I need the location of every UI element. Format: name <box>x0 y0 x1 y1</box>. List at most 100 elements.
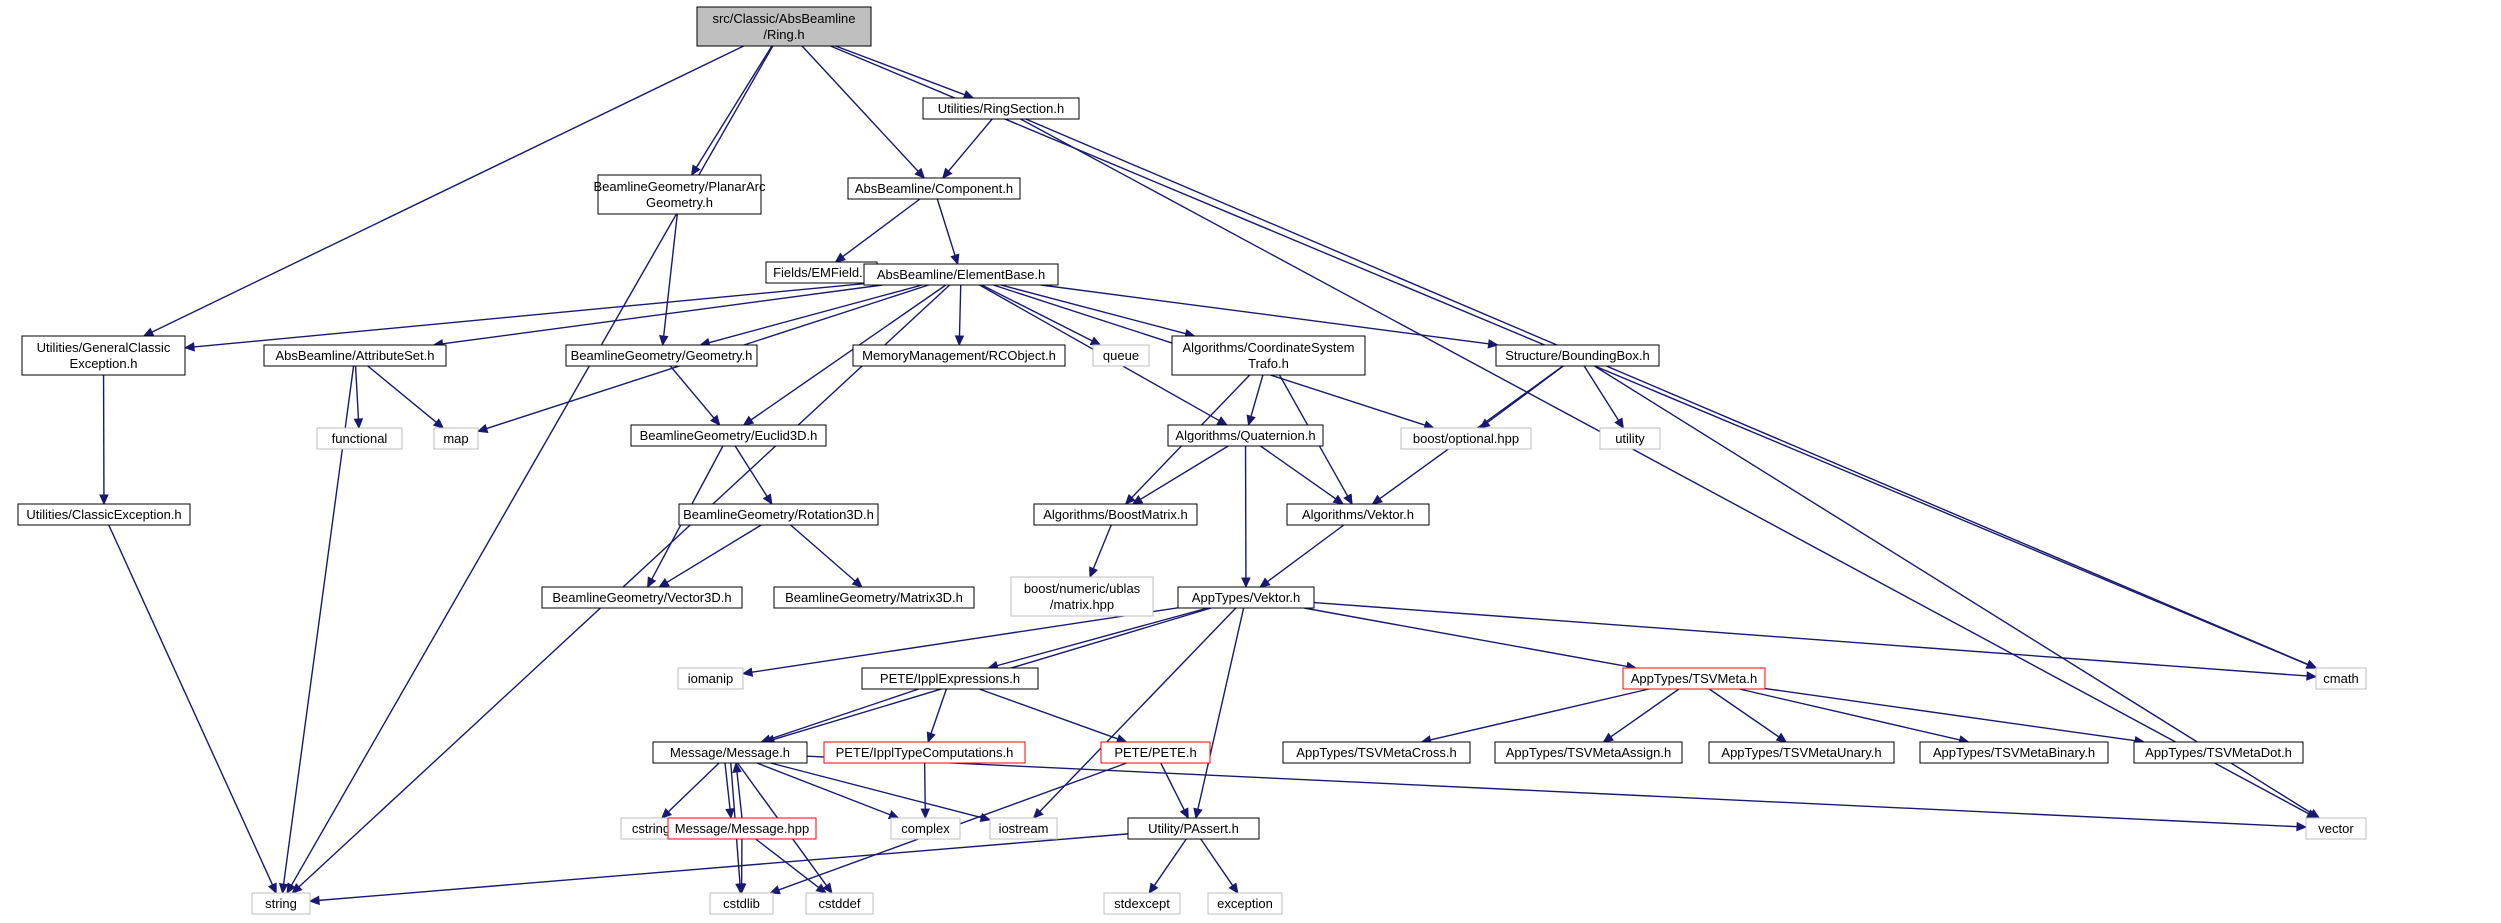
edge-boostmatrix-to-ublasmatrix <box>1089 524 1112 579</box>
node-iomanip: iomanip <box>677 667 744 690</box>
node-box <box>989 817 1058 840</box>
node-label: PETE/PETE.h <box>1114 745 1196 760</box>
node-tsvunary[interactable]: AppTypes/TSVMetaUnary.h <box>1708 741 1895 764</box>
node-messageh[interactable]: Message/Message.h <box>652 741 808 764</box>
edge-peteh-to-passert <box>1160 762 1189 820</box>
node-label: Exception.h <box>70 356 138 371</box>
node-label: stdexcept <box>1114 896 1170 911</box>
edge-ipplexpr-to-peteh <box>978 688 1128 744</box>
node-label: AppTypes/TSVMetaBinary.h <box>1933 745 2095 760</box>
edge-tsvmeta-to-tsvunary <box>1708 688 1788 743</box>
node-utility: utility <box>1599 427 1661 450</box>
node-rcobject[interactable]: MemoryManagement/RCObject.h <box>852 344 1066 367</box>
node-tsvcross[interactable]: AppTypes/TSVMetaCross.h <box>1282 741 1471 764</box>
node-messagehpp[interactable]: Message/Message.hpp <box>667 817 817 840</box>
edge-genclassicexc-to-classicexc <box>99 374 109 506</box>
edge-component-to-emfield <box>834 198 921 263</box>
node-algvektor[interactable]: Algorithms/Vektor.h <box>1286 503 1430 526</box>
node-box <box>677 667 744 690</box>
edge-ringsection-to-component <box>942 118 993 179</box>
node-boostmatrix[interactable]: Algorithms/BoostMatrix.h <box>1033 503 1198 526</box>
node-quaternion[interactable]: Algorithms/Quaternion.h <box>1167 424 1324 447</box>
node-tsvbinary[interactable]: AppTypes/TSVMetaBinary.h <box>1919 741 2109 764</box>
node-box <box>1400 427 1532 450</box>
node-elementbase[interactable]: AbsBeamline/ElementBase.h <box>863 263 1059 286</box>
node-euclid3d[interactable]: BeamlineGeometry/Euclid3D.h <box>630 424 827 447</box>
node-label: AppTypes/TSVMeta.h <box>1631 671 1757 686</box>
node-label: /matrix.hpp <box>1050 597 1114 612</box>
edge-ringsection-to-cmath <box>1025 118 2318 669</box>
node-matrix3d[interactable]: BeamlineGeometry/Matrix3D.h <box>773 586 975 609</box>
node-label: Geometry.h <box>646 195 713 210</box>
node-tsvdot[interactable]: AppTypes/TSVMetaDot.h <box>2133 741 2304 764</box>
node-label: Trafo.h <box>1248 356 1289 371</box>
node-tsvmeta[interactable]: AppTypes/TSVMeta.h <box>1622 667 1766 690</box>
node-map: map <box>433 427 479 450</box>
node-box <box>678 503 879 526</box>
node-ring[interactable]: src/Classic/AbsBeamline/Ring.h <box>696 6 872 47</box>
node-label: string <box>265 896 297 911</box>
edge-coordtrafo-to-quaternion <box>1246 374 1264 427</box>
node-tsvassign[interactable]: AppTypes/TSVMetaAssign.h <box>1494 741 1683 764</box>
edge-appvektor-to-cmath <box>1313 601 2318 681</box>
node-attributeset[interactable]: AbsBeamline/AttributeSet.h <box>263 344 447 367</box>
node-boostoptional: boost/optional.hpp <box>1400 427 1532 450</box>
node-label: Utilities/RingSection.h <box>938 101 1064 116</box>
edge-boundingbox-to-utility <box>1583 365 1625 430</box>
node-label: cmath <box>2323 671 2358 686</box>
node-ipplexpr[interactable]: PETE/IpplExpressions.h <box>861 667 1039 690</box>
node-box <box>696 6 872 47</box>
edge-passert-to-stdexcept <box>1148 838 1187 895</box>
node-label: Message/Message.h <box>670 745 790 760</box>
edge-messagehpp-to-cstdlib <box>736 838 747 895</box>
node-box <box>2315 667 2367 690</box>
node-box <box>922 97 1080 120</box>
edge-attributeset-to-map <box>367 365 445 429</box>
edge-elementbase-to-genclassicexc <box>183 282 865 352</box>
node-stdexcept: stdexcept <box>1103 892 1181 915</box>
node-box <box>1167 424 1324 447</box>
edge-algvektor-to-appvektor <box>1259 524 1345 588</box>
node-box <box>316 427 403 450</box>
node-rotation3d[interactable]: BeamlineGeometry/Rotation3D.h <box>678 503 879 526</box>
node-component[interactable]: AbsBeamline/Component.h <box>847 177 1021 200</box>
node-vector3d[interactable]: BeamlineGeometry/Vector3D.h <box>541 586 743 609</box>
edge-ring-to-string <box>286 45 774 895</box>
node-boundingbox[interactable]: Structure/BoundingBox.h <box>1495 344 1660 367</box>
node-ippltypecomp[interactable]: PETE/IpplTypeComputations.h <box>823 741 1026 764</box>
node-vector: vector <box>2305 817 2367 840</box>
edge-messagehpp-to-messageh <box>732 761 743 819</box>
node-peteh[interactable]: PETE/PETE.h <box>1100 741 1211 764</box>
node-functional: functional <box>316 427 403 450</box>
node-box <box>1100 741 1211 764</box>
node-emfield[interactable]: Fields/EMField.h <box>765 261 878 284</box>
dependency-edges <box>99 45 2321 906</box>
edge-passert-to-string <box>308 833 1129 906</box>
edge-quaternion-to-algvektor <box>1260 445 1345 505</box>
node-box <box>667 817 817 840</box>
edge-boundingbox-to-vector <box>1593 365 2321 819</box>
node-box <box>251 892 311 915</box>
node-label: Utilities/GeneralClassic <box>37 340 171 355</box>
edge-passert-to-exception <box>1200 838 1239 895</box>
node-geometry[interactable]: BeamlineGeometry/Geometry.h <box>565 344 758 367</box>
node-classicexc[interactable]: Utilities/ClassicException.h <box>17 503 191 526</box>
node-passert[interactable]: Utility/PAssert.h <box>1127 817 1260 840</box>
node-label: Algorithms/CoordinateSystem <box>1183 340 1355 355</box>
node-box <box>21 335 186 376</box>
node-ringsection[interactable]: Utilities/RingSection.h <box>922 97 1080 120</box>
node-box <box>1286 503 1430 526</box>
node-box <box>1127 817 1260 840</box>
edge-elementbase-to-euclid3d <box>742 284 947 426</box>
node-box <box>1622 667 1766 690</box>
node-appvektor[interactable]: AppTypes/Vektor.h <box>1177 586 1315 609</box>
edge-ring-to-planararc <box>690 45 773 177</box>
edge-rotation3d-to-matrix3d <box>790 524 863 588</box>
node-string: string <box>251 892 311 915</box>
node-label: Algorithms/Quaternion.h <box>1175 428 1315 443</box>
node-box <box>1919 741 2109 764</box>
node-label: complex <box>901 821 950 836</box>
